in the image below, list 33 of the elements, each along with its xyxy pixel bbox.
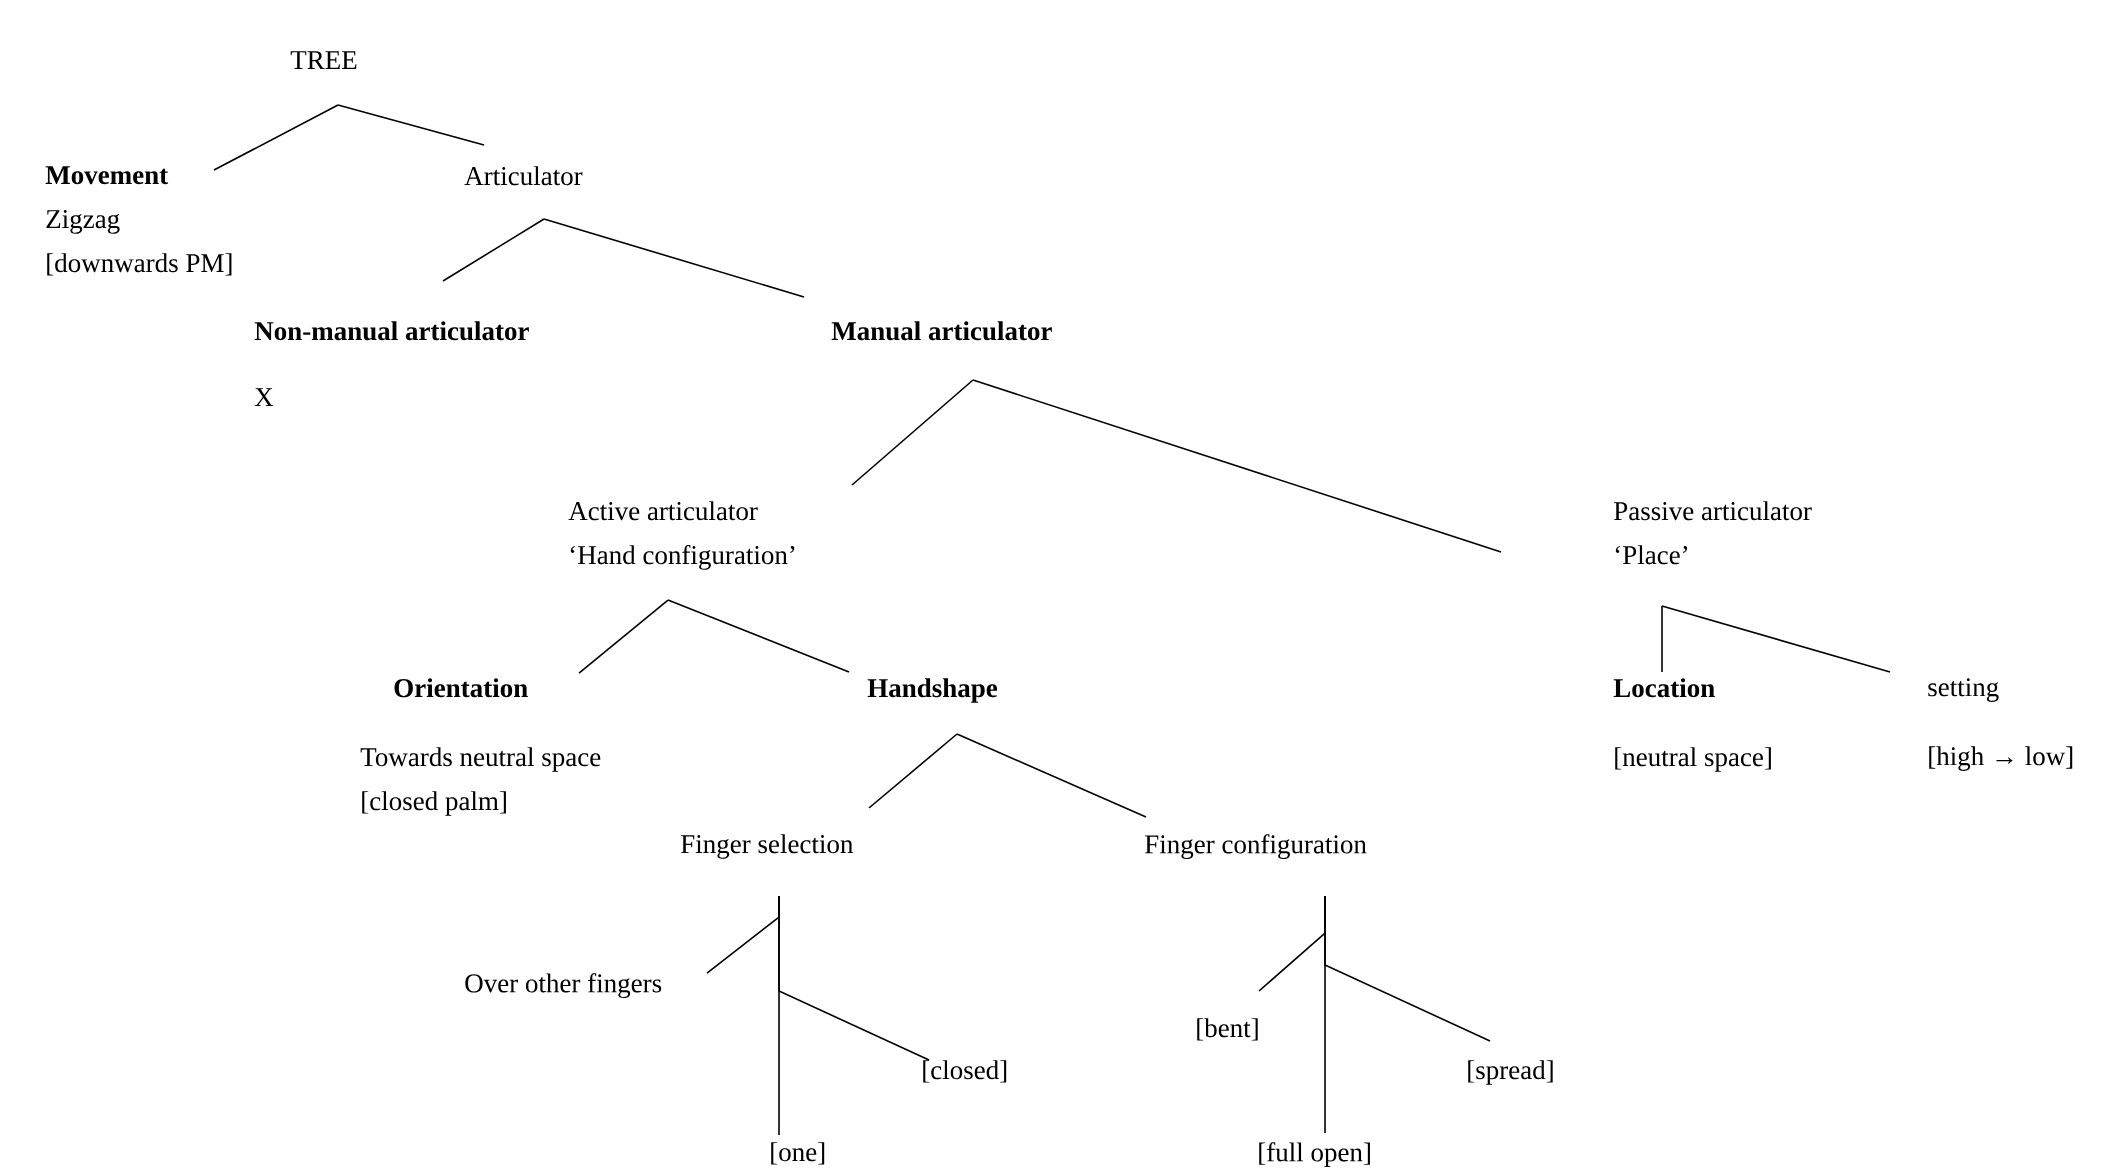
- tree-branch: [956, 733, 1147, 818]
- tree-branch: [868, 733, 958, 809]
- tree-branch: [213, 104, 339, 171]
- tree-node-label: [closed]: [923, 1060, 1007, 1083]
- tree-node-label: Manual articulator: [831, 321, 1052, 341]
- tree-node-label: Location [neutral space]: [1613, 678, 1771, 772]
- tree-node-label: Passive articulator ‘Place’: [1614, 501, 1812, 565]
- tree-node-label: [full open]: [1259, 1142, 1370, 1167]
- tree-node-label: Non-manual articulator X: [254, 321, 529, 406]
- tree-node-label: Finger configuration: [1145, 834, 1367, 860]
- tree-node-label: TREE: [290, 51, 357, 69]
- tree-branch: [1324, 895, 1326, 1134]
- tree-node-label: Articulator: [464, 166, 583, 186]
- tree-node-label: [spread]: [1468, 1060, 1553, 1085]
- tree-branch: [667, 599, 850, 673]
- tree-node-label: [bent]: [1197, 1018, 1258, 1041]
- tree-node-label: [one]: [771, 1142, 825, 1165]
- tree-branch: [442, 218, 545, 282]
- tree-branch: [1661, 605, 1891, 673]
- tree-branch: [778, 895, 780, 1136]
- tree-branch: [972, 379, 1502, 553]
- tree-node-label: Movement Zigzag [downwards PM]: [45, 166, 232, 276]
- tree-branch: [1661, 605, 1663, 673]
- tree-node-label: setting [high → low]: [1928, 678, 2073, 771]
- tree-branch: [578, 599, 669, 674]
- tree-node-label: Active articulator ‘Hand configuration’: [568, 501, 795, 570]
- tree-branch: [543, 218, 805, 298]
- tree-node-label: Finger selection: [681, 834, 854, 859]
- tree-node-label: Handshape: [867, 678, 998, 703]
- tree-branch: [337, 104, 485, 146]
- tree-branch: [851, 379, 974, 486]
- tree-node-label: Over other fingers: [465, 973, 662, 999]
- tree-node-label: Orientation Towards neutral space [closed palm]: [360, 678, 601, 816]
